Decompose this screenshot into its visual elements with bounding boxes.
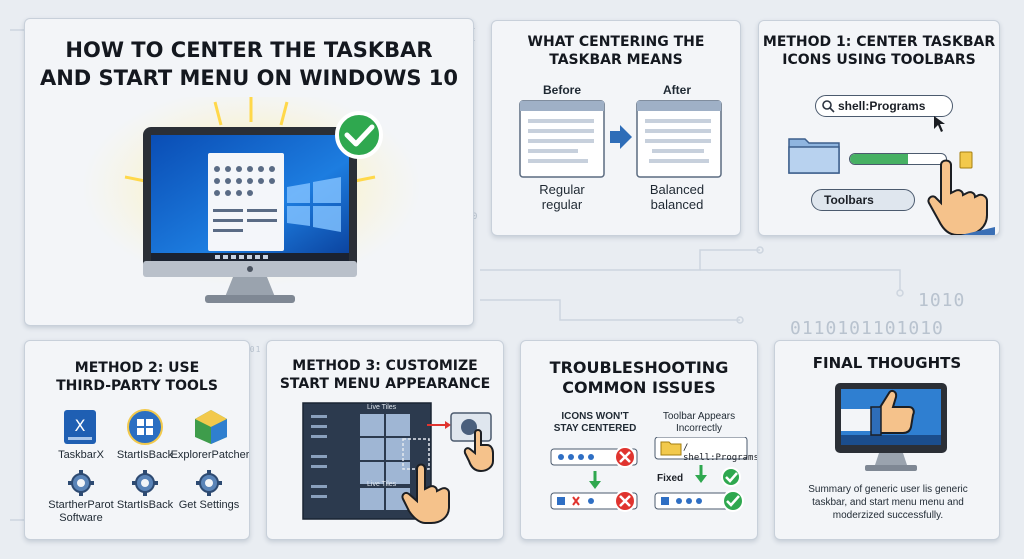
monitor-thumbs-up-illustration xyxy=(835,383,947,471)
what-centering-title-line1: WHAT CENTERING THE xyxy=(527,34,705,50)
explorerpatcher-icon xyxy=(195,410,227,444)
binary-decoration: 1010 xyxy=(918,290,966,311)
tool-startisback[interactable]: StartIsBack xyxy=(107,409,183,465)
search-icon xyxy=(822,100,835,113)
search-input[interactable]: shell:Programs xyxy=(815,95,953,117)
troubleshooting-panel: TROUBLESHOOTING COMMON ISSUES ICONS WON'… xyxy=(520,340,758,540)
fixed-label: Fixed xyxy=(657,473,684,484)
final-thoughts-title: FINAL THOUGHTS xyxy=(812,354,962,372)
live-tiles-label: Live Tiles xyxy=(367,481,397,488)
gear-icon xyxy=(132,470,158,496)
final-summary-line: Summary of generic user lis generic xyxy=(808,484,968,495)
hero-title-line1: HOW TO CENTER THE TASKBAR xyxy=(65,38,433,62)
troubleshooting-title-line1: TROUBLESHOOTING xyxy=(549,358,729,377)
tool-label: ExplorerPatcher xyxy=(170,449,250,461)
tool-label: TaskbarX xyxy=(58,449,104,461)
icons-wont-center-heading: STAY CENTERED xyxy=(553,423,637,434)
shell-programs-path: / shell:Programs xyxy=(683,443,758,463)
what-centering-panel: WHAT CENTERING THE TASKBAR MEANS Before … xyxy=(491,20,741,236)
toolbar-incorrect-heading: Incorrectly xyxy=(675,423,723,434)
pointing-hand-icon xyxy=(927,159,995,235)
mouse-cursor-icon xyxy=(934,116,945,132)
startisback-icon xyxy=(127,409,163,445)
final-summary-line: moderzized successfully. xyxy=(832,510,944,521)
tool-label: StartIsBack xyxy=(116,449,174,461)
tool-startherparot[interactable]: StartherParot Software xyxy=(43,469,119,525)
before-caption-1: Regular xyxy=(539,182,585,197)
method3-title-line2: START MENU APPEARANCE xyxy=(279,376,491,392)
final-summary-line: taskbar, and start menu menu and xyxy=(812,497,964,508)
toolbar-incorrect-heading: Toolbar Appears xyxy=(662,411,736,422)
tool-get-settings[interactable]: Get Settings xyxy=(171,469,247,525)
after-caption-1: Balanced xyxy=(649,182,705,197)
icons-wont-center-heading: ICONS WON'T xyxy=(561,411,629,422)
method3-panel: METHOD 3: CUSTOMIZE START MENU APPEARANC… xyxy=(266,340,504,540)
method1-panel: METHOD 1: CENTER TASKBAR ICONS USING TOO… xyxy=(758,20,1000,236)
hero-title-line2: AND START MENU ON WINDOWS 10 xyxy=(39,66,459,90)
file-icon xyxy=(959,151,973,169)
method2-title-line1: METHOD 2: USE xyxy=(74,360,200,376)
before-label: Before xyxy=(542,83,581,97)
toolbars-menu-item[interactable]: Toolbars xyxy=(811,189,915,211)
method2-title-line2: THIRD-PARTY TOOLS xyxy=(56,378,218,394)
taskbarx-icon: X xyxy=(64,410,96,444)
tool-label: Get Settings xyxy=(178,499,240,511)
tool-label: Software xyxy=(59,512,103,524)
monitor-illustration xyxy=(81,97,421,303)
tool-taskbarx[interactable]: X TaskbarX xyxy=(43,409,119,465)
tool-label: StartherParot xyxy=(48,499,114,511)
tool-explorerpatcher[interactable]: ExplorerPatcher xyxy=(171,409,249,465)
svg-text:X: X xyxy=(75,416,86,435)
gear-icon xyxy=(196,470,222,496)
troubleshooting-title-line2: COMMON ISSUES xyxy=(562,378,716,397)
troubleshooting-illustration xyxy=(550,437,748,512)
after-caption-2: balanced xyxy=(650,197,704,212)
search-input-text: shell:Programs xyxy=(838,99,926,113)
after-label: After xyxy=(662,83,691,97)
method2-panel: METHOD 2: USE THIRD-PARTY TOOLS X Taskba… xyxy=(24,340,250,540)
before-after-illustration xyxy=(519,100,722,178)
method3-title-line1: METHOD 3: CUSTOMIZE xyxy=(292,358,478,374)
method1-title-line1: METHOD 1: CENTER TASKBAR xyxy=(762,34,996,50)
final-thoughts-panel: FINAL THOUGHTS Summary of generic user l… xyxy=(774,340,1000,540)
hero-panel: HOW TO CENTER THE TASKBAR AND START MENU… xyxy=(24,18,474,326)
toolbar-progress-bar xyxy=(849,153,947,165)
toolbars-label: Toolbars xyxy=(824,193,874,207)
binary-decoration: 0110101101010 xyxy=(790,318,944,339)
method1-title-line2: ICONS USING TOOLBARS xyxy=(782,52,976,68)
gear-icon xyxy=(68,470,94,496)
tool-startisback-2[interactable]: StartIsBack xyxy=(107,469,183,525)
live-tiles-label: Live Tiles xyxy=(367,404,397,411)
folder-icon xyxy=(788,138,840,174)
tool-label: StartIsBack xyxy=(116,499,174,511)
what-centering-title-line2: TASKBAR MEANS xyxy=(549,52,683,68)
start-menu-tiles-illustration xyxy=(302,402,494,524)
before-caption-2: regular xyxy=(541,197,583,212)
